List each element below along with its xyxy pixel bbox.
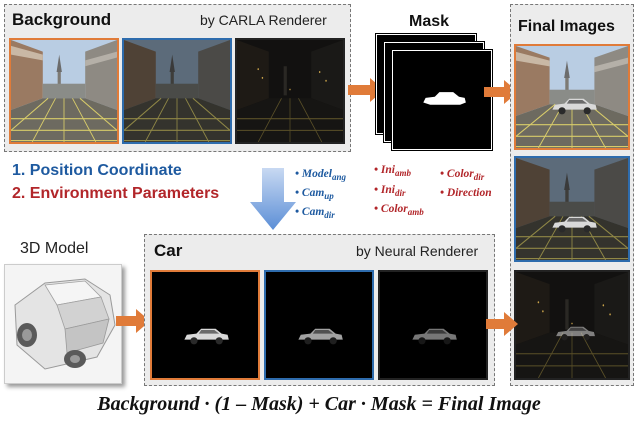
car-render-night [378, 270, 488, 380]
3d-model-image [4, 264, 122, 384]
list-environment-parameters: 2. Environment Parameters [12, 185, 220, 202]
arrow-mask-to-final [484, 80, 518, 104]
3d-model-label: 3D Model [20, 240, 89, 257]
final-car-dusk [550, 214, 598, 234]
param-ini-dir: • Inidir [374, 184, 406, 198]
param-direction: • Direction [440, 187, 492, 199]
car-render-day [150, 270, 260, 380]
param-color-amb: • Coloramb [374, 203, 424, 217]
background-renderer-label: by CARLA Renderer [200, 12, 327, 28]
car-render-dusk-car [296, 326, 344, 346]
background-image-dusk [122, 38, 232, 144]
param-cam-dir: • Camdir [295, 206, 335, 220]
car-render-dusk [264, 270, 374, 380]
param-color-dir: • Colordir [440, 168, 485, 182]
param-ini-amb: • Iniamb [374, 164, 411, 178]
final-car-day [550, 96, 598, 116]
arrow-to-mask [348, 78, 384, 102]
composition-equation: Background · (1 – Mask) + Car · Mask = F… [97, 393, 541, 415]
background-image-night [235, 38, 345, 144]
final-image-day [514, 44, 630, 150]
mask-car-silhouette [423, 92, 466, 105]
arrow-car-to-final [486, 312, 518, 336]
background-image-day [9, 38, 119, 144]
mask-stack [375, 33, 496, 160]
list-position-coordinate: 1. Position Coordinate [12, 162, 182, 179]
final-image-dusk [514, 156, 630, 262]
background-title: Background [12, 10, 112, 29]
blue-down-arrow [250, 168, 296, 230]
final-images-title: Final Images [518, 18, 615, 35]
car-render-night-car [410, 326, 458, 346]
param-model-ang: • Modelang [295, 168, 346, 182]
final-image-night [514, 270, 630, 380]
final-car-night [554, 324, 596, 342]
car-render-day-car [182, 326, 230, 346]
car-title: Car [154, 241, 183, 260]
arrow-model-to-car [116, 309, 150, 333]
car-renderer-label: by Neural Renderer [356, 243, 479, 259]
param-cam-up: • Camup [295, 187, 334, 201]
3d-car-model-icon [14, 278, 116, 370]
mask-title: Mask [409, 13, 450, 30]
